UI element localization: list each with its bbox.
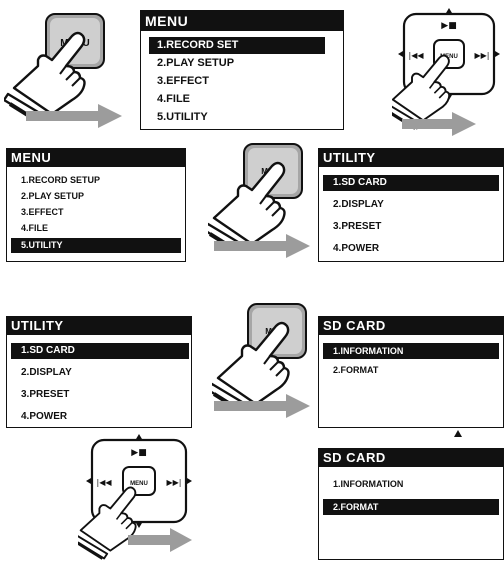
prev-track-icon-2: |◀◀ <box>97 478 113 487</box>
menu-item-file-2[interactable]: 4.FILE <box>21 223 49 233</box>
next-arrow-2 <box>402 112 476 136</box>
nav-pad-step1[interactable]: ▶■ |◀◀ ▶▶| MENU <box>392 6 504 136</box>
menu-key-step2[interactable]: MENU <box>208 140 308 250</box>
next-arrow-5 <box>128 528 192 552</box>
utility-item-preset-2[interactable]: 3.PRESET <box>21 389 70 400</box>
menu-key-step3[interactable]: MENU <box>212 300 312 410</box>
utility-item-preset[interactable]: 3.PRESET <box>333 221 382 232</box>
play-stop-icon: ▶■ <box>441 21 456 31</box>
menu-item-file[interactable]: 4.FILE <box>157 93 191 105</box>
prev-track-icon: |◀◀ <box>409 51 425 60</box>
play-stop-icon-2: ▶■ <box>131 448 146 458</box>
sdcard-panel-format-title: SD CARD <box>319 449 503 467</box>
menu-item-play-setup[interactable]: 2.PLAY SETUP <box>157 57 235 69</box>
utility-item-sd-card-2[interactable]: 1.SD CARD <box>11 343 189 359</box>
down-arrow-indicator <box>454 430 462 437</box>
utility-item-display[interactable]: 2.DISPLAY <box>333 199 384 210</box>
utility-item-sd-card[interactable]: 1.SD CARD <box>323 175 499 191</box>
menu-panel-top: MENU 1.RECORD SET 2.PLAY SETUP 3.EFFECT … <box>140 10 344 130</box>
menu-item-effect[interactable]: 3.EFFECT <box>157 75 209 87</box>
utility-panel-right-title: UTILITY <box>319 149 503 167</box>
next-arrow-3 <box>214 234 310 258</box>
sdcard-panel-format: SD CARD 1.INFORMATION 2.FORMAT <box>318 448 504 560</box>
next-arrow-1 <box>26 104 122 128</box>
menu-key-step1[interactable]: MENU <box>4 6 114 118</box>
utility-panel-left-title: UTILITY <box>7 317 191 335</box>
menu-item-play-setup-2[interactable]: 2.PLAY SETUP <box>21 191 85 201</box>
utility-item-power-2[interactable]: 4.POWER <box>21 411 68 422</box>
next-track-icon: ▶▶| <box>475 51 490 60</box>
utility-item-display-2[interactable]: 2.DISPLAY <box>21 367 72 378</box>
menu-item-effect-2[interactable]: 3.EFFECT <box>21 207 64 217</box>
utility-item-power[interactable]: 4.POWER <box>333 243 380 254</box>
sdcard-item-format-2[interactable]: 2.FORMAT <box>323 499 499 515</box>
next-track-icon-2: ▶▶| <box>167 478 182 487</box>
menu-item-utility-2[interactable]: 5.UTILITY <box>11 238 181 253</box>
utility-panel-left: UTILITY 1.SD CARD 2.DISPLAY 3.PRESET 4.P… <box>6 316 192 428</box>
utility-panel-right: UTILITY 1.SD CARD 2.DISPLAY 3.PRESET 4.P… <box>318 148 504 262</box>
menu-panel-top-title: MENU <box>141 11 343 31</box>
menu-item-utility[interactable]: 5.UTILITY <box>157 111 208 123</box>
sdcard-item-format[interactable]: 2.FORMAT <box>333 365 379 375</box>
next-arrow-4 <box>214 394 310 418</box>
sdcard-panel-info-title: SD CARD <box>319 317 503 335</box>
menu-item-record-setup[interactable]: 1.RECORD SETUP <box>21 175 101 185</box>
sdcard-item-information-2[interactable]: 1.INFORMATION <box>333 479 404 489</box>
pad-menu-label-2: MENU <box>130 481 148 487</box>
menu-panel-second: MENU 1.RECORD SETUP 2.PLAY SETUP 3.EFFEC… <box>6 148 186 262</box>
sdcard-item-information[interactable]: 1.INFORMATION <box>323 343 499 359</box>
nav-pad-step2[interactable]: ▶■ |◀◀ ▶▶| MENU <box>78 432 202 560</box>
pad-menu-label: MENU <box>440 54 458 60</box>
menu-item-record-set[interactable]: 1.RECORD SET <box>149 37 325 54</box>
menu-panel-second-title: MENU <box>7 149 185 167</box>
sdcard-panel-info: SD CARD 1.INFORMATION 2.FORMAT <box>318 316 504 428</box>
